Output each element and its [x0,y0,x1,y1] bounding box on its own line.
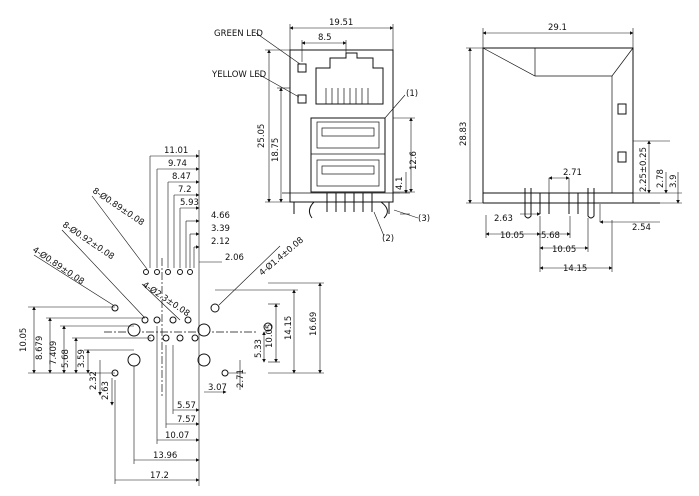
dim-inner-height: 18.75 [271,138,281,162]
side-view: 29.1 28.83 2.25±0.25 2.78 3.9 2.71 2.63 … [459,23,682,274]
dim-top: 4.66 [211,211,230,221]
dim-left: 5.68 [61,349,71,368]
dim-top: 5.93 [180,198,199,208]
dim-left: 8.679 [35,336,45,360]
yellow-led-label: YELLOW LED [211,70,267,80]
dim-left: 10.05 [19,328,29,352]
dim-bottom: 5.57 [177,401,196,411]
hole-callout-b: 8-Ø0.92±0.08 [60,219,116,262]
dim-left: 7.409 [49,341,59,365]
hole-callout-d: 4-Ø2.3±0.08 [140,279,192,319]
dim-front-width: 19.51 [329,18,353,28]
dim-right: 10.05 [265,324,275,348]
dim-left: 2.63 [101,381,111,400]
callout-2: (2) [382,234,394,244]
dim-right: 5.33 [254,339,264,358]
pcb-footprint: 8-Ø0.89±0.08 8-Ø0.92±0.08 4-Ø0.89±0.08 4… [19,146,324,486]
dim-step: 2.78 [656,169,666,188]
dim-top: 3.39 [211,224,230,234]
front-view: GREEN LED YELLOW LED (1) (2) (3) 19.51 8… [211,18,430,244]
dim-pin-pitch-a: 2.71 [563,168,582,178]
dim-right: 14.15 [284,316,294,340]
dim-post-height: 2.25±0.25 [639,147,649,192]
green-led-label: GREEN LED [214,29,263,39]
dim-right: 16.69 [309,312,319,336]
dim-pin-span-a: 10.05 [500,231,524,241]
dim-top: 2.06 [225,253,244,263]
dim-right: 3.07 [208,383,227,393]
dim-bottom: 10.07 [165,431,189,441]
dim-pin-span-b: 5.68 [541,231,560,241]
dim-total-span: 14.15 [563,264,587,274]
hole-callout-a: 8-Ø0.89±0.08 [90,185,146,228]
dim-pin-pitch-b: 2.63 [494,214,513,224]
yellow-led-indicator [297,94,307,104]
dim-top: 9.74 [168,159,187,169]
dim-pin-span-c: 10.05 [552,245,576,255]
dim-edge: 2.54 [632,223,651,233]
callout-1: (1) [406,89,418,99]
dim-top: 7.2 [178,185,192,195]
dim-front-height: 25.05 [257,124,267,148]
dim-side-height: 28.83 [459,122,469,146]
hole-callout-c: 4-Ø0.89±0.08 [30,244,86,287]
hole-callout-e: 4-Ø1.4±0.08 [257,235,306,279]
dim-bottom: 13.96 [153,451,177,461]
green-led-indicator [297,63,307,73]
dim-side-depth: 29.1 [548,23,567,33]
dim-right: 2.71 [236,369,246,388]
dim-lower-height: 12.6 [409,151,419,170]
dim-body-offset: 3.9 [669,174,679,188]
dim-bottom: 17.2 [150,471,169,481]
dim-top: 11.01 [164,146,188,156]
dim-top: 8.47 [172,172,191,182]
callout-3: (3) [418,214,430,224]
dim-left: 3.59 [77,349,87,368]
dim-top: 2.12 [211,237,230,247]
dim-led-spacing: 8.5 [318,33,332,43]
dim-pin-offset: 4.1 [395,176,405,190]
dim-bottom: 7.57 [177,415,196,425]
dim-left: 2.32 [89,371,99,390]
